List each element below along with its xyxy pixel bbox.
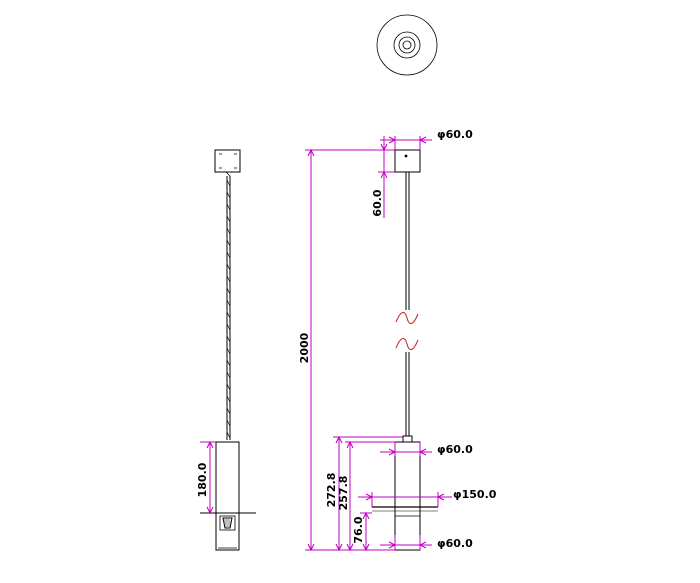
- dim-flange-diameter-label: φ150.0: [453, 488, 497, 501]
- top-view: [376, 14, 438, 76]
- dim-body-h1-arrows: [335, 435, 343, 552]
- dim-body-height-1-label: 272.8: [325, 473, 338, 508]
- cable-break-mark-lower: [395, 337, 419, 351]
- right-canopy-screw: [404, 154, 408, 158]
- dim-canopy-diameter-label: φ60.0: [437, 128, 473, 141]
- dim-180-label: 180.0: [196, 462, 209, 497]
- cable-break-mark-upper: [395, 311, 419, 325]
- left-canopy-base: [225, 171, 231, 177]
- dim-lower-height-label: 76.0: [352, 516, 365, 543]
- top-view-center: [402, 40, 412, 50]
- dim-body-top-diameter-label: φ60.0: [437, 443, 473, 456]
- right-dimensioned-view: φ60.0 60.0 2000 φ60.0 272.8 257.8 φ1: [298, 128, 497, 552]
- left-optic-hatch: [224, 519, 231, 527]
- dim-body-h2-arrows: [346, 440, 354, 552]
- left-elevation-view: 180.0: [196, 149, 256, 551]
- left-cable-twist: [226, 179, 231, 439]
- dim-canopy-dia-arrows: [388, 136, 427, 144]
- right-canopy: [394, 149, 421, 173]
- dim-total-arrows: [307, 148, 315, 552]
- left-dim-180-arrows: [206, 440, 214, 515]
- top-view-inner-ring: [393, 31, 421, 59]
- dim-total-height-label: 2000: [298, 332, 311, 363]
- left-body: [215, 441, 240, 551]
- dim-body-height-2-label: 257.8: [337, 476, 350, 511]
- dim-canopy-height-label: 60.0: [371, 189, 384, 216]
- top-view-outer-ring: [376, 14, 438, 76]
- left-canopy-detail: [219, 153, 237, 169]
- left-canopy: [214, 149, 241, 173]
- right-body: [394, 441, 421, 551]
- dim-lower-arrows: [362, 511, 370, 552]
- dim-body-bottom-diameter-label: φ60.0: [437, 537, 473, 550]
- right-cable-gland: [402, 435, 413, 443]
- left-optic-housing: [219, 515, 236, 531]
- top-view-lens: [398, 36, 416, 54]
- left-optic-lens: [222, 517, 233, 529]
- dim-body-top-arrows: [388, 448, 427, 456]
- dim-body-bot-arrows: [388, 541, 427, 549]
- dim-flange-arrows: [365, 493, 445, 501]
